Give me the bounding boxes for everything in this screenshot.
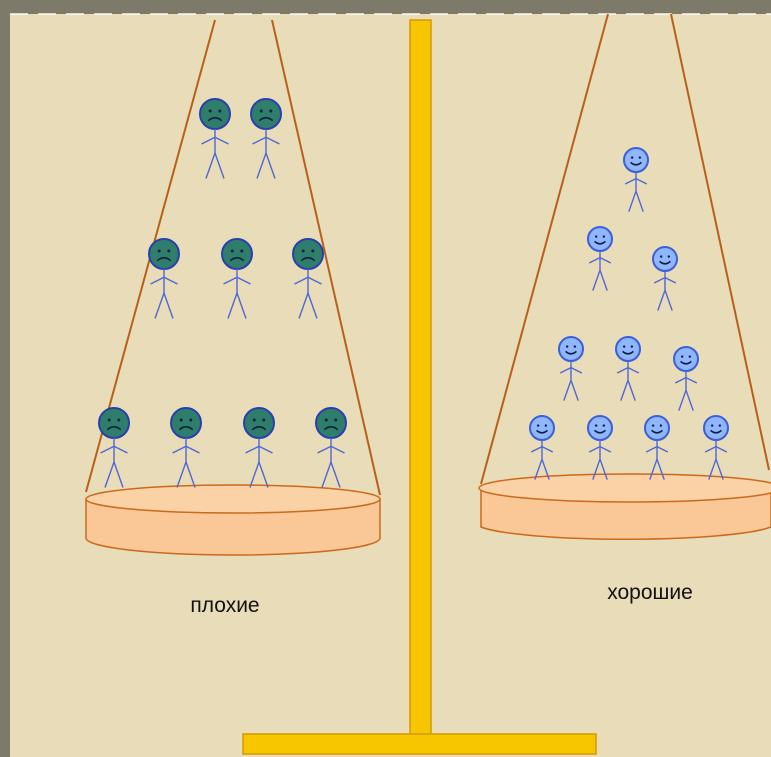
sad-figure bbox=[148, 238, 180, 319]
happy-figure bbox=[587, 415, 613, 480]
happy-face-icon bbox=[587, 226, 613, 252]
sad-face-icon bbox=[170, 407, 202, 439]
sad-figure bbox=[98, 407, 130, 488]
left-pan-label: плохие bbox=[190, 594, 259, 617]
right-pan bbox=[478, 473, 771, 541]
happy-figure bbox=[652, 246, 678, 311]
sad-face-icon bbox=[98, 407, 130, 439]
sad-face-icon bbox=[250, 98, 282, 130]
sad-figure bbox=[221, 238, 253, 319]
left-rope-right bbox=[271, 19, 381, 496]
happy-face-icon bbox=[652, 246, 678, 272]
happy-face-icon bbox=[615, 336, 641, 362]
stand-base bbox=[242, 733, 597, 755]
right-rope-right bbox=[670, 13, 770, 471]
happy-face-icon bbox=[529, 415, 555, 441]
happy-face-icon bbox=[587, 415, 613, 441]
happy-figure bbox=[529, 415, 555, 480]
happy-figure bbox=[703, 415, 729, 480]
stand-pole bbox=[409, 19, 432, 739]
sad-figure bbox=[250, 98, 282, 179]
right-rope-left bbox=[480, 13, 609, 485]
sad-figure bbox=[243, 407, 275, 488]
happy-figure bbox=[558, 336, 584, 401]
happy-figure bbox=[623, 147, 649, 212]
happy-figure bbox=[615, 336, 641, 401]
sad-figure bbox=[292, 238, 324, 319]
happy-figure bbox=[587, 226, 613, 291]
happy-face-icon bbox=[623, 147, 649, 173]
sad-face-icon bbox=[243, 407, 275, 439]
sad-figure bbox=[170, 407, 202, 488]
sad-face-icon bbox=[148, 238, 180, 270]
sad-face-icon bbox=[199, 98, 231, 130]
happy-figure bbox=[644, 415, 670, 480]
happy-face-icon bbox=[673, 346, 699, 372]
sad-figure bbox=[199, 98, 231, 179]
left-figures-group bbox=[98, 98, 347, 488]
right-pan-label: хорошие bbox=[607, 581, 693, 604]
happy-face-icon bbox=[558, 336, 584, 362]
happy-face-icon bbox=[644, 415, 670, 441]
background-panel bbox=[10, 14, 771, 757]
sad-face-icon bbox=[221, 238, 253, 270]
left-pan bbox=[85, 484, 381, 556]
right-figures-group bbox=[529, 147, 729, 480]
sad-figure bbox=[315, 407, 347, 488]
sad-face-icon bbox=[292, 238, 324, 270]
happy-face-icon bbox=[703, 415, 729, 441]
sad-face-icon bbox=[315, 407, 347, 439]
happy-figure bbox=[673, 346, 699, 411]
